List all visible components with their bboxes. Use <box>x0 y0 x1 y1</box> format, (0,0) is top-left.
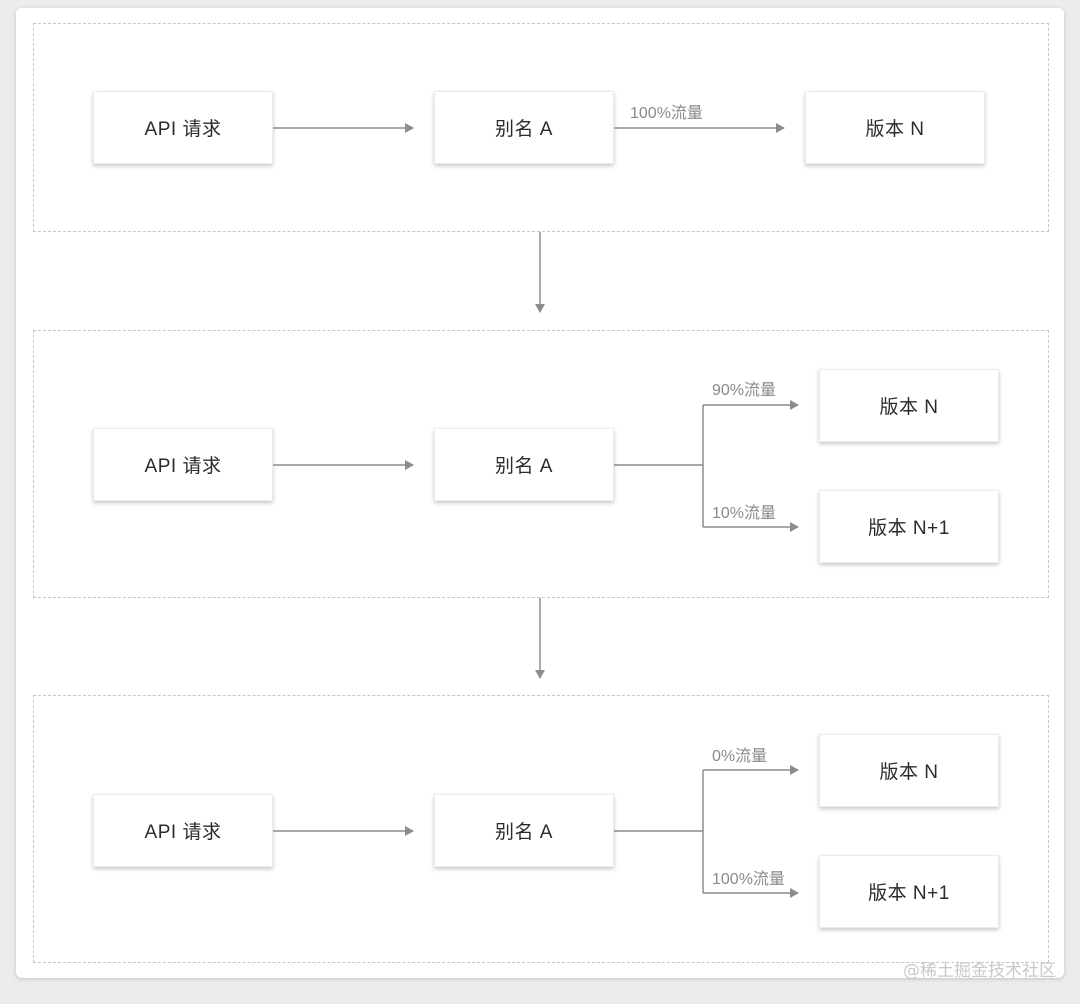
traffic-label: 90%流量 <box>712 382 777 399</box>
version-n-plus-1-node: 版本 N+1 <box>819 490 999 563</box>
api-request-node: API 请求 <box>93 91 273 164</box>
traffic-label: 0%流量 <box>712 748 768 765</box>
version-n-plus-1-node: 版本 N+1 <box>819 855 999 928</box>
version-label: 版本 N+1 <box>868 883 950 904</box>
version-label: 版本 N <box>865 119 925 140</box>
version-n-node: 版本 N <box>819 369 999 442</box>
stage-3-frame <box>33 695 1049 963</box>
api-request-node: API 请求 <box>93 794 273 867</box>
version-n-node: 版本 N <box>819 734 999 807</box>
version-label: 版本 N+1 <box>868 518 950 539</box>
alias-node: 别名 A <box>434 91 614 164</box>
stage-1-frame <box>33 23 1049 232</box>
alias-node: 别名 A <box>434 428 614 501</box>
api-request-node: API 请求 <box>93 428 273 501</box>
alias-label: 别名 A <box>495 456 553 477</box>
watermark: @稀土掘金技术社区 <box>903 961 1056 981</box>
version-label: 版本 N <box>879 762 939 783</box>
traffic-label: 100%流量 <box>630 105 703 122</box>
version-n-node: 版本 N <box>805 91 985 164</box>
alias-label: 别名 A <box>495 119 553 140</box>
version-label: 版本 N <box>879 397 939 418</box>
api-request-label: API 请求 <box>144 456 222 477</box>
alias-label: 别名 A <box>495 822 553 843</box>
api-request-label: API 请求 <box>144 822 222 843</box>
alias-node: 别名 A <box>434 794 614 867</box>
traffic-label: 100%流量 <box>712 871 785 888</box>
stage-2-frame <box>33 330 1049 598</box>
traffic-label: 10%流量 <box>712 505 777 522</box>
api-request-label: API 请求 <box>144 119 222 140</box>
